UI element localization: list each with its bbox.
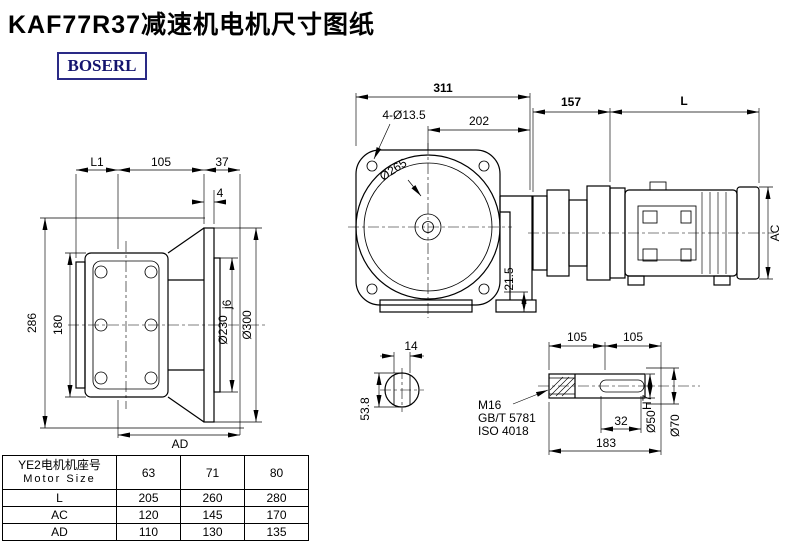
dim-bolt-holes: 4-Ø13.5 <box>382 108 426 122</box>
shaft-section-view: 14 53.8 <box>358 339 424 421</box>
table-header-cn: YE2电机机座号 <box>18 458 101 473</box>
table-cell: 145 <box>180 506 245 524</box>
table-header-size-63: 63 <box>116 455 181 490</box>
dim-d300: Ø300 <box>240 310 254 340</box>
dim-105-b: 105 <box>623 330 643 344</box>
dim-14: 14 <box>404 339 418 353</box>
dim-d70: Ø70 <box>668 414 682 437</box>
side-view: L1 105 37 4 286 180 Ø230 j6 Ø300 AD <box>25 155 266 451</box>
dim-105-a: 105 <box>567 330 587 344</box>
table-cell: 170 <box>244 506 309 524</box>
dim-d230-tol: j6 <box>220 299 234 310</box>
table-header-en: Motor Size <box>23 473 96 486</box>
dim-53-8: 53.8 <box>358 397 372 421</box>
dim-d265: Ø265 <box>377 156 410 184</box>
row-label-l: L <box>2 489 117 507</box>
dim-21-5: 21.5 <box>502 267 516 291</box>
brand-logo: BOSERL <box>57 52 147 80</box>
dim-d230: Ø230 <box>216 315 230 345</box>
dim-4: 4 <box>217 186 224 200</box>
dim-180: 180 <box>51 315 65 335</box>
dim-105: 105 <box>151 155 171 169</box>
dim-311: 311 <box>433 81 453 95</box>
dim-32: 32 <box>614 414 628 428</box>
table-cell: 110 <box>116 523 181 541</box>
dim-l1: L1 <box>90 155 104 169</box>
dim-286: 286 <box>25 313 39 333</box>
dim-202: 202 <box>469 114 489 128</box>
standard-gbt: GB/T 5781 <box>478 411 536 425</box>
dim-d50: Ø50 <box>644 410 658 433</box>
dim-183: 183 <box>596 436 616 450</box>
table-row-l: L 205 260 280 <box>2 489 309 507</box>
dim-157: 157 <box>561 95 581 109</box>
dim-37: 37 <box>215 155 229 169</box>
table-cell: 135 <box>244 523 309 541</box>
motor-size-table: YE2电机机座号 Motor Size 63 71 80 L 205 260 2… <box>2 455 309 541</box>
thread-label: M16 <box>478 398 502 412</box>
table-cell: 280 <box>244 489 309 507</box>
table-row-ac: AC 120 145 170 <box>2 506 309 524</box>
dim-d50-tol: H7 <box>640 394 654 410</box>
table-row-ad: AD 110 130 135 <box>2 523 309 541</box>
dim-ad: AD <box>172 437 189 451</box>
row-label-ad: AD <box>2 523 117 541</box>
row-label-ac: AC <box>2 506 117 524</box>
front-view: 311 202 4-Ø13.5 Ø265 21.5 <box>348 81 537 318</box>
table-cell: 130 <box>180 523 245 541</box>
table-cell: 120 <box>116 506 181 524</box>
table-cell: 205 <box>116 489 181 507</box>
table-header-size-71: 71 <box>180 455 245 490</box>
dim-l: L <box>680 94 687 108</box>
table-header-motor-size: YE2电机机座号 Motor Size <box>2 455 117 490</box>
shaft-end-view: 105 105 M16 GB/T 5781 ISO 4018 32 183 Ø5… <box>478 330 700 455</box>
table-header-size-80: 80 <box>244 455 309 490</box>
motor-view: 157 L AC <box>528 94 782 286</box>
table-cell: 260 <box>180 489 245 507</box>
dim-ac: AC <box>768 224 782 241</box>
page-title: KAF77R37减速机电机尺寸图纸 <box>8 11 376 39</box>
standard-iso: ISO 4018 <box>478 424 529 438</box>
